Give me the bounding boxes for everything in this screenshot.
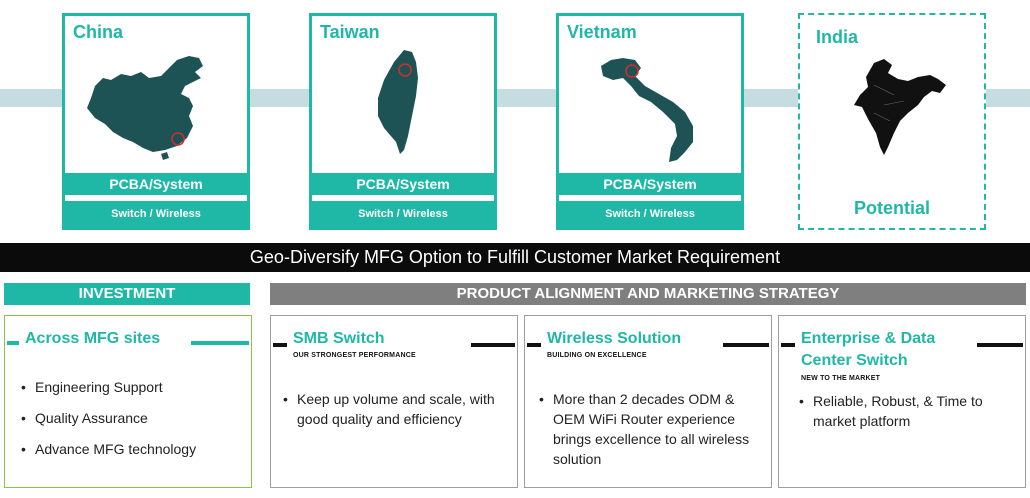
title-accent-left — [273, 343, 287, 347]
card-title: SMB Switch — [293, 330, 385, 347]
site-card-china: China PCBA/System Switch / Wireless — [62, 13, 250, 230]
card-title: Enterprise & Data Center Switch — [801, 330, 936, 369]
strategy-header: PRODUCT ALIGNMENT AND MARKETING STRATEGY — [270, 283, 1026, 305]
investment-list: Engineering Support Quality Assurance Ad… — [21, 372, 246, 465]
card-list: More than 2 decades ODM & OEM WiFi Route… — [539, 389, 767, 469]
title-accent-left — [7, 341, 19, 345]
india-map-icon — [854, 59, 946, 155]
title-accent-right — [977, 343, 1023, 347]
title-accent-right — [471, 343, 515, 347]
card-title: Wireless Solution — [547, 330, 682, 347]
card-subtitle: BUILDING ON EXCELLENCE — [547, 352, 647, 359]
site-name: Taiwan — [320, 22, 380, 42]
site-status: Potential — [853, 198, 930, 218]
capability-label: PCBA/System — [312, 173, 494, 195]
card-subtitle: OUR STRONGEST PERFORMANCE — [293, 352, 416, 359]
strategy-card-enterprise-switch: Enterprise & Data Center Switch NEW TO T… — [778, 315, 1026, 488]
investment-header: INVESTMENT — [4, 283, 250, 305]
list-item: More than 2 decades ODM & OEM WiFi Route… — [539, 389, 767, 469]
title-accent-left — [527, 343, 541, 347]
china-map-icon — [87, 56, 203, 160]
vietnam-map-icon — [601, 58, 693, 162]
strategy-card-wireless-solution: Wireless Solution BUILDING ON EXCELLENCE… — [524, 315, 772, 488]
card-list: Keep up volume and scale, with good qual… — [283, 389, 511, 429]
list-item: Advance MFG technology — [21, 434, 246, 465]
capability-label: PCBA/System — [65, 173, 247, 195]
product-label: Switch / Wireless — [559, 201, 741, 227]
list-item: Quality Assurance — [21, 403, 246, 434]
card-list: Reliable, Robust, & Time to market platf… — [799, 391, 1021, 431]
background-band — [0, 89, 1030, 107]
list-item: Engineering Support — [21, 372, 246, 403]
taiwan-map-icon — [378, 50, 418, 154]
site-card-vietnam: Vietnam PCBA/System Switch / Wireless — [556, 13, 744, 230]
investment-title: Across MFG sites — [25, 330, 161, 347]
title-accent-right — [191, 341, 249, 345]
strategy-banner: Geo-Diversify MFG Option to Fulfill Cust… — [0, 243, 1030, 272]
product-label: Switch / Wireless — [312, 201, 494, 227]
title-accent-left — [781, 343, 795, 347]
site-name: China — [73, 22, 124, 42]
strategy-card-smb-switch: SMB Switch OUR STRONGEST PERFORMANCE Kee… — [270, 315, 518, 488]
site-card-taiwan: Taiwan PCBA/System Switch / Wireless — [309, 13, 497, 230]
site-name: India — [816, 27, 859, 47]
site-name: Vietnam — [567, 22, 637, 42]
product-label: Switch / Wireless — [65, 201, 247, 227]
card-subtitle: NEW TO THE MARKET — [801, 375, 881, 382]
capability-label: PCBA/System — [559, 173, 741, 195]
investment-box: Across MFG sites Engineering Support Qua… — [4, 315, 252, 488]
site-card-india: India Potential — [798, 13, 986, 230]
title-accent-right — [723, 343, 769, 347]
list-item: Reliable, Robust, & Time to market platf… — [799, 391, 1021, 431]
list-item: Keep up volume and scale, with good qual… — [283, 389, 511, 429]
